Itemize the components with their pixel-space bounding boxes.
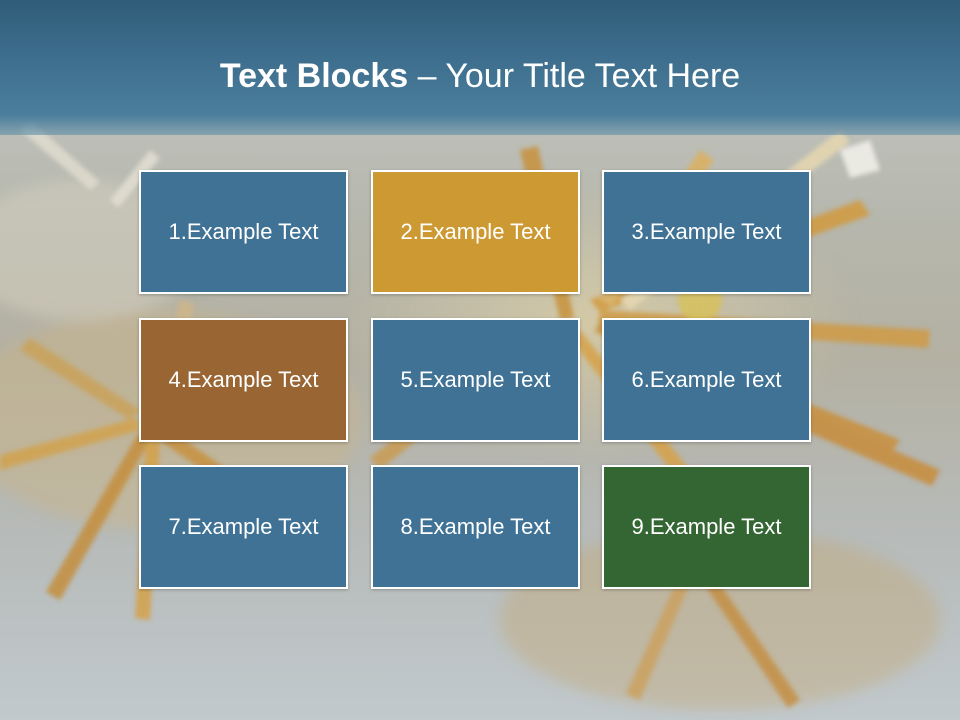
text-block-label: 5.Example Text (400, 367, 551, 392)
title-bold-text: Text Blocks (219, 57, 409, 95)
text-block-8[interactable]: 8.Example Text (371, 465, 580, 589)
text-block-3[interactable]: 3.Example Text (602, 170, 811, 294)
text-block-label: 3.Example Text (631, 219, 782, 244)
text-block-2[interactable]: 2.Example Text (371, 170, 580, 294)
text-block-9[interactable]: 9.Example Text (602, 465, 811, 589)
title-rest-text: Your Title Text Here (445, 57, 741, 95)
text-block-label: 1.Example Text (168, 219, 319, 244)
text-block-5[interactable]: 5.Example Text (371, 318, 580, 442)
text-block-label: 7.Example Text (168, 514, 319, 539)
text-block-6[interactable]: 6.Example Text (602, 318, 811, 442)
text-block-label: 9.Example Text (631, 514, 782, 539)
slide-title: Text Blocks – Your Title Text Here (0, 56, 960, 96)
text-block-4[interactable]: 4.Example Text (139, 318, 348, 442)
text-block-label: 2.Example Text (400, 219, 551, 244)
text-block-label: 8.Example Text (400, 514, 551, 539)
text-block-1[interactable]: 1.Example Text (139, 170, 348, 294)
text-block-7[interactable]: 7.Example Text (139, 465, 348, 589)
text-block-grid: 1.Example Text 2.Example Text 3.Example … (139, 170, 815, 594)
text-block-label: 6.Example Text (631, 367, 782, 392)
title-dash: – (408, 57, 446, 95)
title-bar (0, 0, 960, 135)
text-block-label: 4.Example Text (168, 367, 319, 392)
